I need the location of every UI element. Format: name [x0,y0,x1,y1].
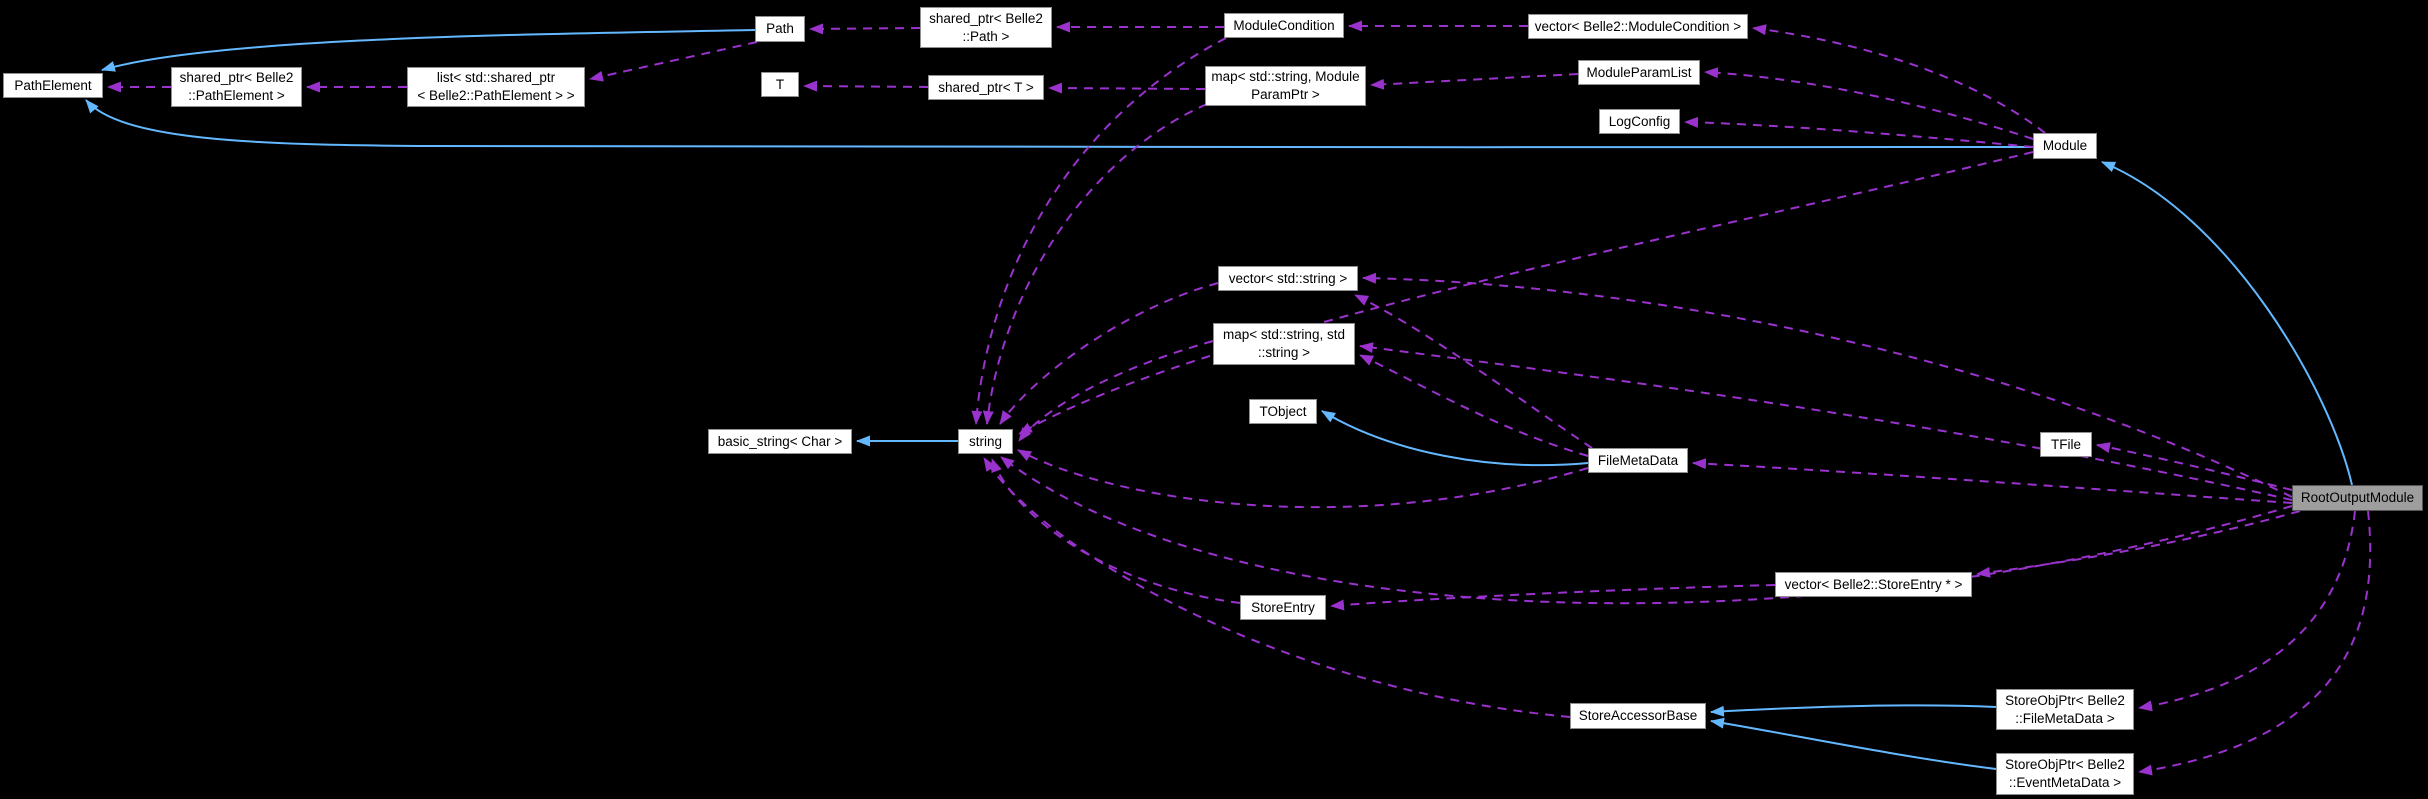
edge-filemetadata-to-map-string-string-usage [1359,354,1589,457]
edge-rootoutputmodule-to-string-usage [1000,456,2293,605]
node-storeaccessorbase[interactable]: StoreAccessorBase [1570,703,1706,729]
edge-rootoutputmodule-to-vec-string-usage [1362,272,2293,498]
node-label: TFile [2051,436,2081,452]
edge-module-to-logconfig-usage [1684,116,2034,148]
node-tobject[interactable]: TObject [1249,399,1317,424]
node-string[interactable]: string [958,429,1013,454]
node-label: < Belle2::PathElement > > [417,88,575,103]
edge-moduleparamlist-to-map-paramptr-usage [1370,73,1579,90]
edge-rootoutputmodule-to-sop-eventmetadata-usage [2138,510,2372,776]
node-basic-string[interactable]: basic_string< Char > [708,429,852,454]
node-label: vector< std::string > [1228,270,1348,286]
edge-rootoutputmodule-to-sop-filemetadata-usage [2138,510,2356,712]
edge-sp-path-to-path-usage [809,23,921,35]
edge-filemetadata-to-tobject-inheritance [1321,410,1589,467]
node-label: StoreAccessorBase [1578,708,1698,723]
edge-rootoutputmodule-to-map-string-string-usage [1359,342,2293,501]
node-sp-path[interactable]: shared_ptr< Belle2::Path > [920,7,1052,48]
node-label: TObject [1259,403,1307,419]
node-label: string [968,433,1002,449]
edge-storeentry-to-string-usage [991,458,1241,604]
edge-filemetadata-to-string-usage [1017,449,1589,509]
node-label: PathElement [14,77,92,93]
node-moduleparamlist[interactable]: ModuleParamList [1578,60,1700,85]
node-label: StoreEntry [1251,599,1315,615]
node-label: T [775,76,785,92]
node-label: ::FileMetaData > [2015,710,2115,726]
edge-module-to-string-usage [1018,151,2034,435]
node-label: ParamPtr > [1251,87,1320,102]
node-rootoutputmodule[interactable]: RootOutputModule [2292,485,2423,511]
edge-path-to-list-sp-pathelement-usage [589,41,758,82]
node-label: ::string > [1257,345,1311,360]
node-label: shared_ptr< Belle2 [929,10,1043,26]
node-modulecondition[interactable]: ModuleCondition [1224,13,1344,38]
edge-sp-t-to-t-usage [803,80,929,92]
edge-rootoutputmodule-to-tfile-usage [2096,442,2293,491]
node-sop-filemetadata[interactable]: StoreObjPtr< Belle2::FileMetaData > [1996,689,2134,730]
node-label: basic_string< Char > [717,433,843,449]
node-label: ::Path > [962,28,1010,44]
node-label: LogConfig [1608,113,1671,129]
node-sp-t[interactable]: shared_ptr< T > [928,75,1044,100]
node-label: StoreObjPtr< Belle2 [2005,692,2125,708]
edge-rootoutputmodule-to-vec-storeentry-usage [1976,510,2301,578]
node-tfile[interactable]: TFile [2040,432,2092,457]
edge-path-to-pathelement-inheritance [101,29,756,72]
edge-map-paramptr-to-sp-t-usage [1048,82,1206,94]
node-label: ModuleParamList [1586,64,1692,80]
edge-vec-storeentry-to-storeentry-usage [1330,584,1776,611]
node-label: list< std::shared_ptr [436,70,556,85]
node-label: map< std::string, Module [1211,69,1360,84]
edge-module-to-pathelement-inheritance [85,99,2034,149]
edge-module-to-vec-modulecondition-usage [1752,24,2046,134]
node-pathelement[interactable]: PathElement [3,73,103,98]
node-label: ::PathElement > [188,88,285,103]
node-label: FileMetaData [1597,452,1679,468]
edge-modulecondition-to-string-usage [971,37,1227,425]
edge-sop-eventmetadata-to-storeaccessorbase-inheritance [1710,717,1997,770]
node-vec-modulecondition[interactable]: vector< Belle2::ModuleCondition > [1528,14,1748,39]
edge-rootoutputmodule-to-filemetadata-usage [1692,458,2293,504]
node-label: StoreObjPtr< Belle2 [2005,757,2125,772]
edge-sop-filemetadata-to-storeaccessorbase-inheritance [1710,704,1997,717]
node-list-sp-pathelement[interactable]: list< std::shared_ptr< Belle2::PathEleme… [407,67,585,107]
edge-vec-string-to-string-usage [999,282,1219,425]
node-path[interactable]: Path [755,16,805,42]
node-t[interactable]: T [761,72,799,97]
node-module[interactable]: Module [2033,133,2097,159]
edge-rootoutputmodule-to-module-inheritance [2101,161,2353,486]
node-label: Path [766,21,794,36]
node-map-string-string[interactable]: map< std::string, std::string > [1213,323,1355,365]
node-label: ::EventMetaData > [2008,775,2122,790]
node-sop-eventmetadata[interactable]: StoreObjPtr< Belle2::EventMetaData > [1996,753,2134,795]
edge-map-paramptr-to-string-usage [982,103,1208,425]
node-filemetadata[interactable]: FileMetaData [1588,448,1688,473]
edge-module-to-moduleparamlist-usage [1704,67,2034,140]
node-label: shared_ptr< T > [938,79,1034,95]
edge-filemetadata-to-vec-string-usage [1354,294,1593,449]
node-label: RootOutputModule [2300,490,2415,505]
node-vec-storeentry[interactable]: vector< Belle2::StoreEntry * > [1775,572,1972,597]
node-label: vector< Belle2::StoreEntry * > [1784,576,1963,592]
node-label: vector< Belle2::ModuleCondition > [1534,18,1742,34]
node-label: map< std::string, std [1223,327,1345,342]
node-sp-pathelement[interactable]: shared_ptr< Belle2::PathElement > [171,67,302,107]
node-logconfig[interactable]: LogConfig [1599,109,1680,134]
edge-storeaccessorbase-to-string-usage [983,457,1571,718]
node-label: Module [2042,138,2088,153]
edge-map-string-string-to-string-usage [1018,340,1214,442]
node-storeentry[interactable]: StoreEntry [1240,595,1326,620]
node-label: ModuleCondition [1233,17,1335,33]
node-label: shared_ptr< Belle2 [179,70,294,85]
node-vec-string[interactable]: vector< std::string > [1218,266,1358,291]
